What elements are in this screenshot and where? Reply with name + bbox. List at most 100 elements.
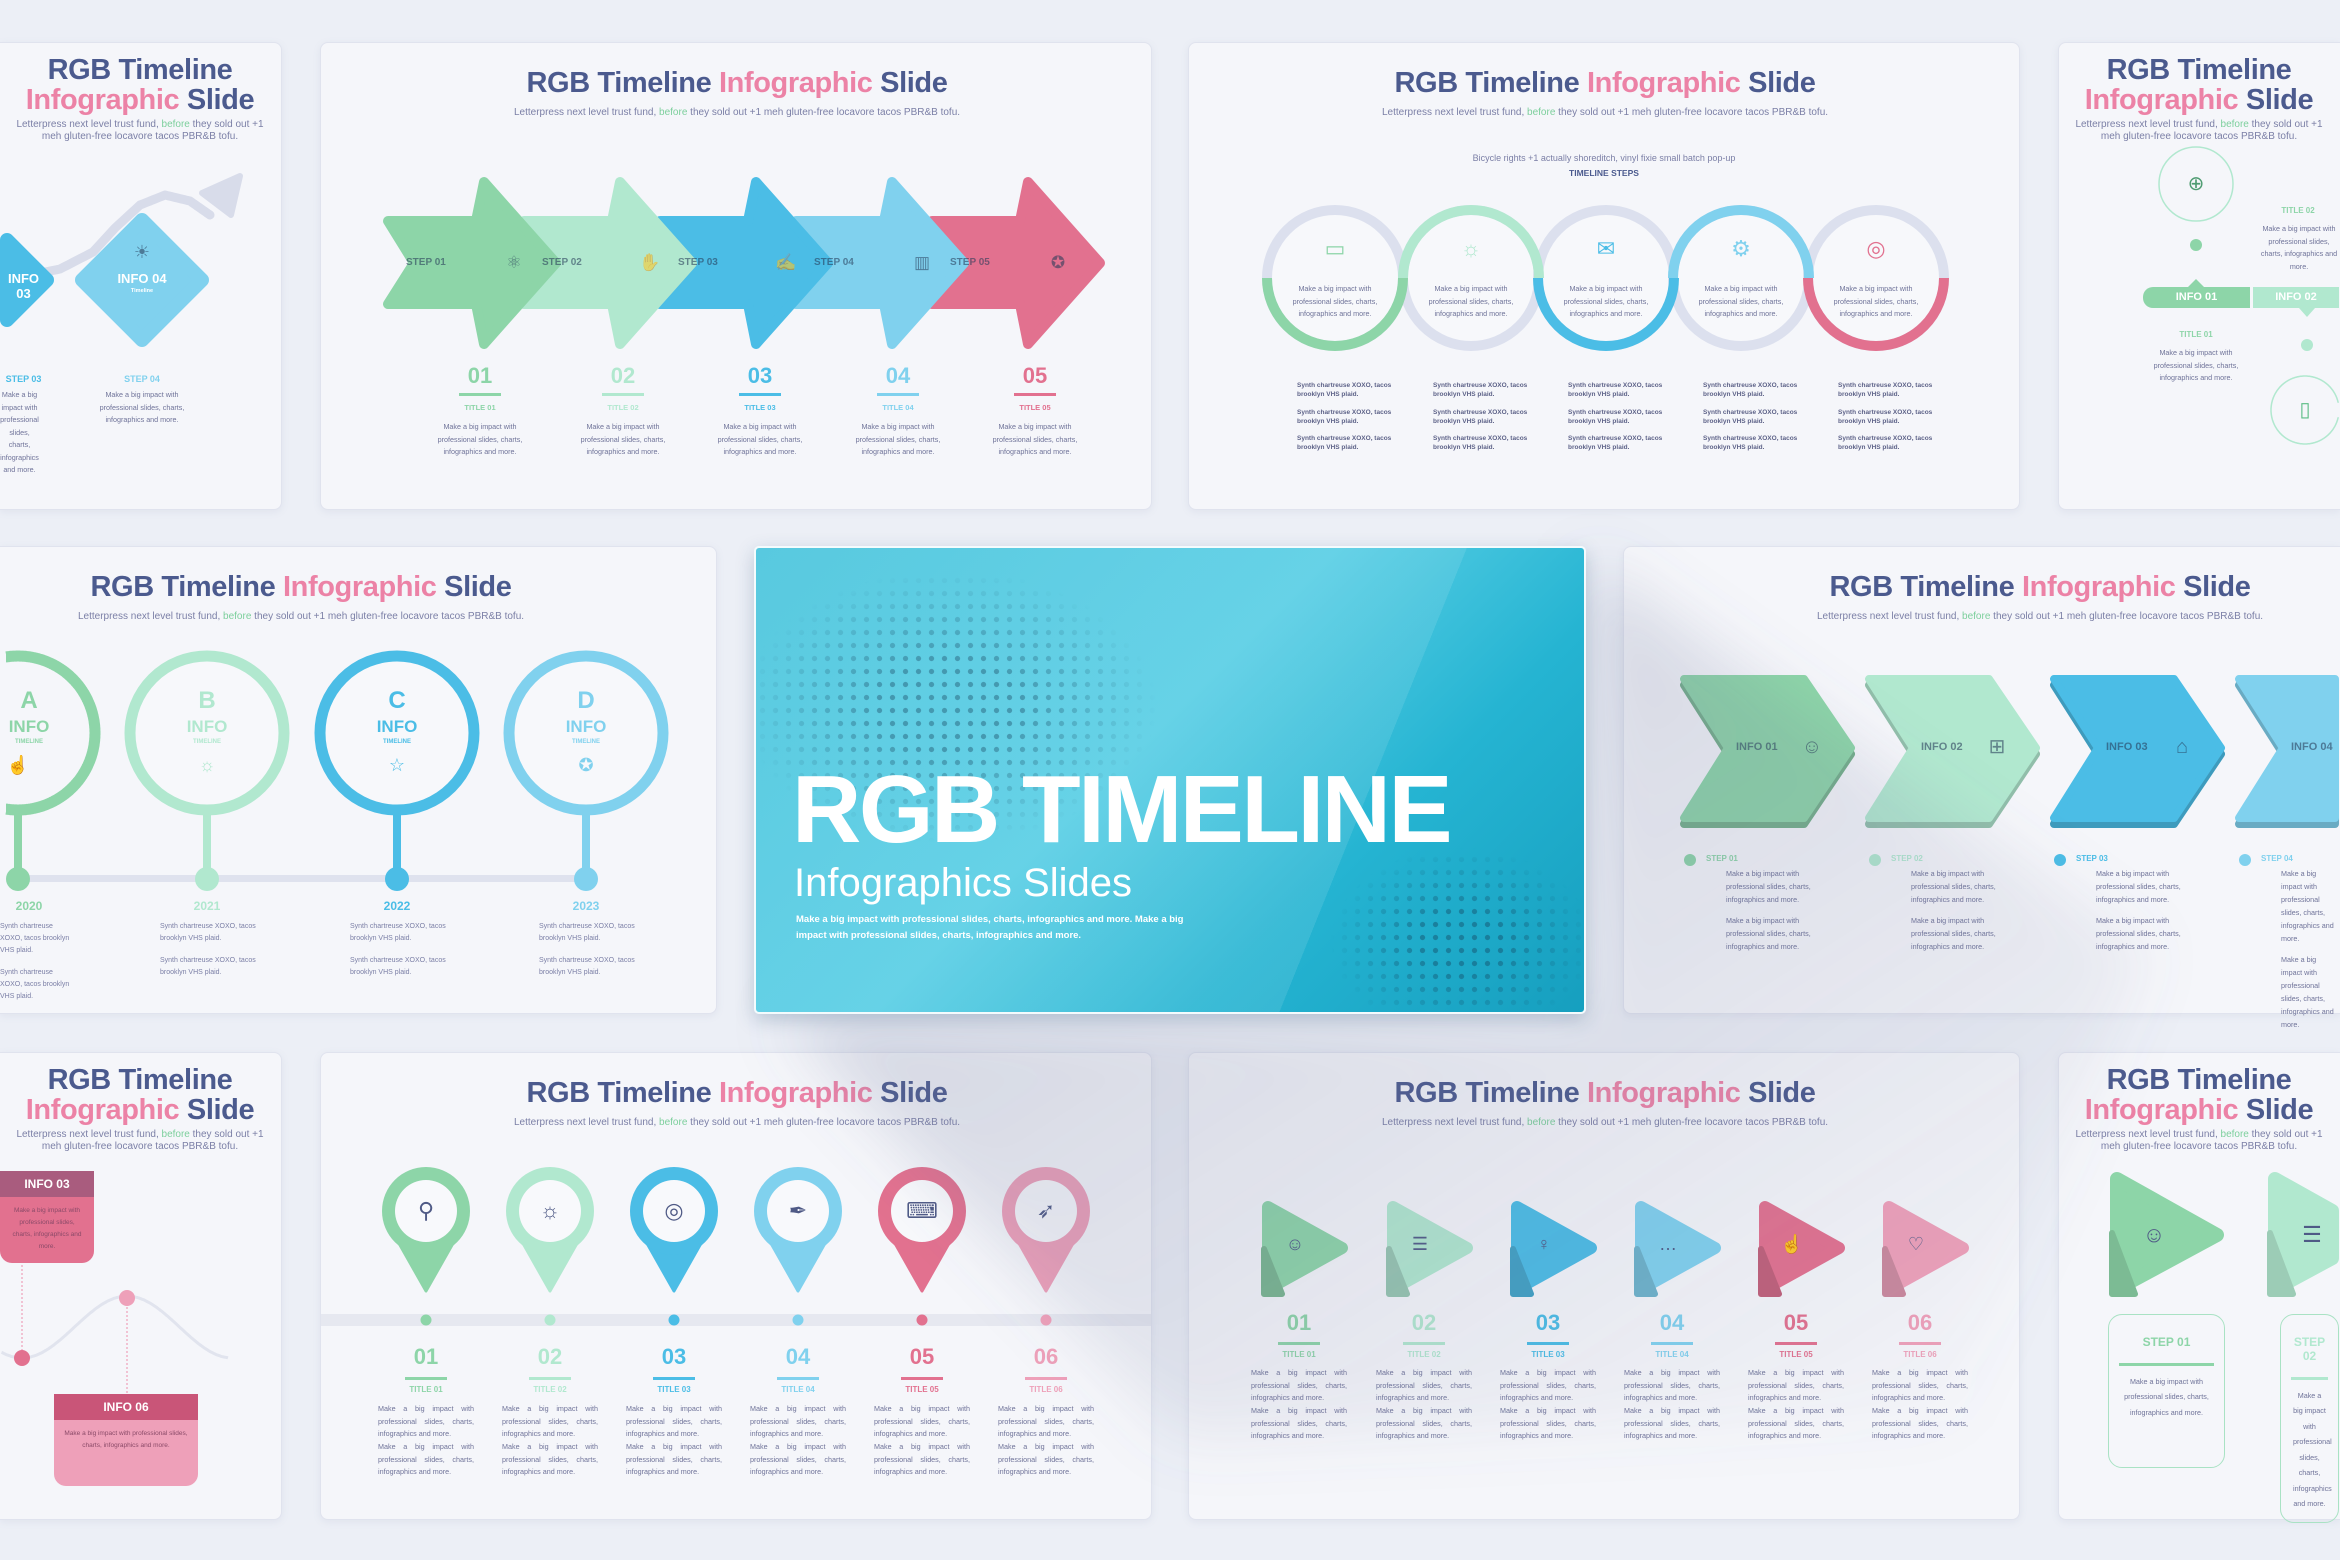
slide-title: RGB Timeline Infographic Slide (321, 67, 1153, 100)
slide-subtitle: Letterpress next level trust fund, befor… (6, 1129, 274, 1153)
ring-heading: TIMELINE STEPS (1569, 168, 1639, 178)
gears-icon: ⚙ (1731, 235, 1751, 261)
circle-letter: B (198, 687, 216, 714)
title-highlight: Infographic (1587, 67, 1741, 99)
pin-description: Make a big impact with professional slid… (626, 1404, 722, 1438)
pin-title: TITLE 03 (657, 1385, 691, 1394)
year-description: Synth chartreuse XOXO, tacos brooklyn VH… (160, 923, 256, 942)
year-label: 2020 (15, 899, 43, 913)
ring-description: Make a big impact with professional slid… (1428, 284, 1514, 318)
title-text: Slide (186, 84, 255, 116)
year-description-group: Synth chartreuse XOXO, tacos brooklyn VH… (350, 921, 455, 979)
monitor-icon: ▭ (1324, 235, 1346, 261)
number-underline (1775, 1342, 1817, 1345)
pin-number: 01 (413, 1344, 439, 1369)
rocket-icon: ➶ (1036, 1197, 1056, 1223)
number-underline (1014, 393, 1056, 396)
info-band: INFO 01 (2143, 287, 2250, 308)
bullet-text: Synth chartreuse XOXO, tacos brooklyn VH… (1568, 382, 1663, 398)
bullet-text: Synth chartreuse XOXO, tacos brooklyn VH… (1703, 409, 1798, 425)
envelope-icon: ✉ (1596, 235, 1616, 261)
lightbulb-icon: ☼ (198, 755, 216, 776)
pin-description: Make a big impact with professional slid… (874, 1442, 970, 1476)
subtitle-highlight: before (161, 119, 190, 130)
circle-label: INFO (565, 717, 607, 736)
arrow-step-label: STEP 02 (542, 257, 582, 268)
circle-label: INFO (376, 717, 418, 736)
woman-user-icon: ♀ (1537, 1234, 1551, 1255)
band-pointer (2188, 279, 2204, 287)
subtitle-text: Letterpress next level trust fund, (77, 611, 221, 622)
target-icon: ◎ (664, 1197, 684, 1223)
year-description-group: Synth chartreuse XOXO, tacos brooklyn VH… (539, 921, 644, 979)
ring-highlight-arc (1533, 277, 1679, 351)
graphics-layer (1262, 205, 1949, 351)
subtitle-text: they sold out +1 meh gluten-free locavor… (690, 107, 961, 118)
timeline-dot (668, 1314, 680, 1326)
ring-description: Make a big impact with professional slid… (1563, 284, 1649, 318)
slide-title: RGB Timeline Infographic Slide (6, 55, 274, 115)
graphics-layer (2158, 146, 2339, 445)
triangle-title: TITLE 02 (1407, 1350, 1441, 1359)
triangle-description: Make a big impact with professional slid… (1500, 1368, 1596, 1402)
triangle-number: 01 (1286, 1310, 1312, 1335)
pin-description: Make a big impact with professional slid… (378, 1442, 474, 1476)
step-number: 02 (610, 363, 636, 388)
triangle-number: 05 (1783, 1310, 1809, 1335)
step-description: Make a big impact with professional slid… (437, 422, 523, 456)
triangle-title: TITLE 05 (1779, 1350, 1813, 1359)
sun-horizon-icon: ☀ (133, 242, 151, 263)
pin-title: TITLE 06 (1029, 1385, 1063, 1394)
title-text: RGB Timeline (47, 1064, 233, 1096)
graphics-layer (1261, 1201, 1969, 1297)
pin-description: Make a big impact with professional slid… (750, 1442, 846, 1476)
year-label: 2022 (383, 899, 411, 913)
bullet-text: Synth chartreuse XOXO, tacos brooklyn VH… (1838, 409, 1933, 425)
hero-title: RGB TIMELINE (792, 756, 1452, 863)
thumbs-up-icon: ☝ (1780, 1234, 1804, 1255)
step-card-description: Make a big impact with professional slid… (2293, 1390, 2332, 1509)
step-description: Make a big impact with professional slid… (855, 422, 941, 456)
title-text: RGB Timeline (1394, 67, 1580, 99)
timeline-dot (916, 1314, 928, 1326)
number-underline (739, 393, 781, 396)
triangle-description: Make a big impact with professional slid… (1748, 1406, 1844, 1440)
number-underline (1278, 1342, 1320, 1345)
chat-dots-icon: … (1659, 1234, 1677, 1255)
step-description: Make a big impact with professional slid… (1726, 916, 1811, 951)
title-text: Slide (444, 571, 512, 603)
triangle-title: TITLE 03 (1531, 1350, 1565, 1359)
step-title: TITLE 04 (882, 403, 914, 412)
step-label: STEP 04 (2261, 854, 2293, 863)
circle-sublabel: TIMELINE (15, 739, 43, 745)
year-description: Synth chartreuse XOXO, tacos brooklyn VH… (539, 923, 635, 942)
timeline-stem (582, 809, 590, 877)
year-description: Synth chartreuse XOXO, tacos brooklyn VH… (350, 957, 446, 976)
pin-number: 04 (785, 1344, 811, 1369)
step-number: 04 (885, 363, 911, 388)
diamond-label: INFO 03 (7, 271, 40, 301)
graphics-layer (0, 1265, 229, 1393)
hero-title-slide[interactable]: RGB TIMELINE Infographics Slides Make a … (754, 546, 1586, 1014)
user-icon: ☺ (1285, 1234, 1305, 1255)
arrow-shape (383, 177, 561, 349)
ring-caption: Bicycle rights +1 actually shoreditch, v… (1472, 153, 1736, 163)
star-icon: ☆ (388, 755, 406, 776)
step-title: TITLE 03 (744, 403, 776, 412)
step-number: 01 (467, 363, 493, 388)
subtitle-highlight: before (659, 1117, 688, 1128)
step-number: 03 (747, 363, 773, 388)
subtitle-text: Letterpress next level trust fund, (513, 1117, 657, 1128)
step-card-underline (2291, 1377, 2328, 1380)
